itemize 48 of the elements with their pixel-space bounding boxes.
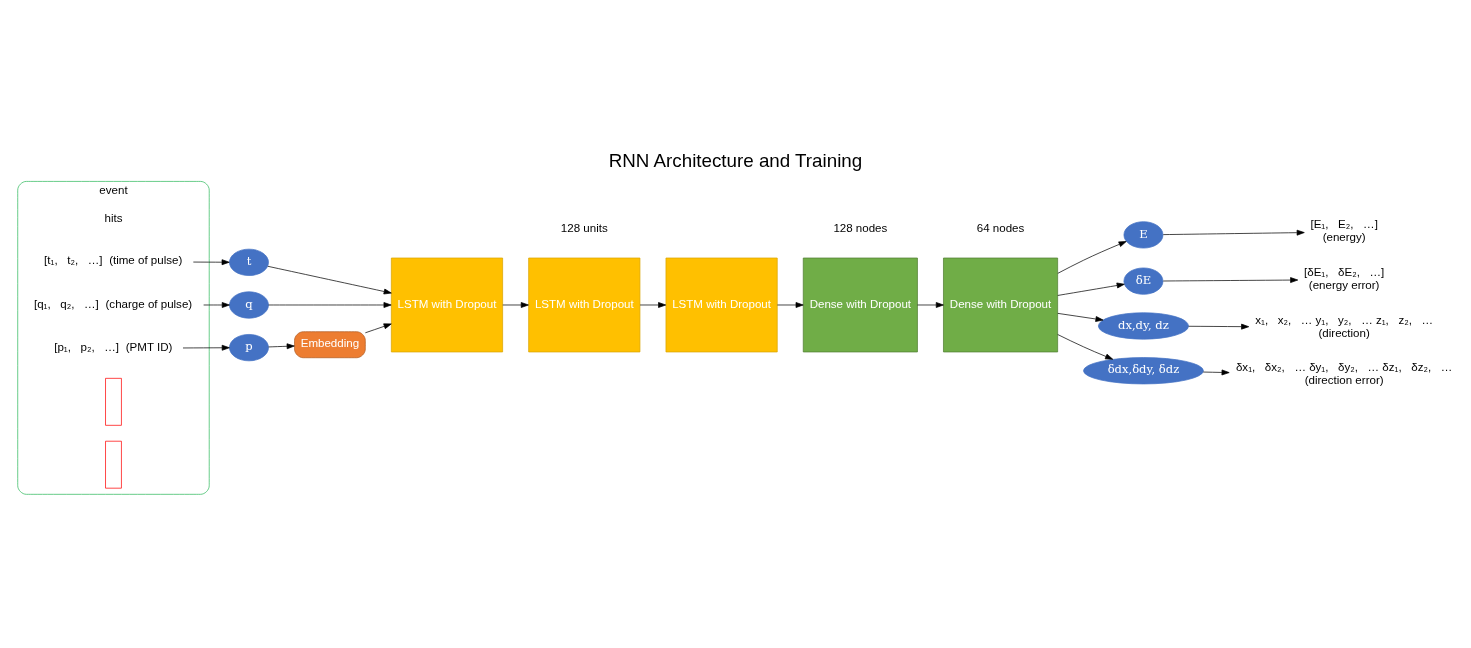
arrow bbox=[267, 265, 392, 294]
node-box: LSTM with Dropout bbox=[528, 257, 641, 352]
node-ellipse: t bbox=[229, 248, 269, 276]
node-ellipse: q bbox=[229, 290, 269, 319]
node-text: [δE₁, δE₂, …] (energy error) bbox=[1304, 265, 1385, 291]
node-box: LSTM with Dropout bbox=[390, 257, 503, 352]
node-label: (charge of pulse) bbox=[105, 297, 193, 310]
node-ellipse: E bbox=[1123, 220, 1164, 248]
node-text: δx₁, δx₂, … δy₁, δy₂, … δz₁, δz₂, … (direction error) bbox=[1235, 360, 1453, 386]
node-ellipse: δE bbox=[1123, 267, 1164, 295]
node-text: [q₁, q₂, …] bbox=[33, 297, 99, 310]
arrow bbox=[1057, 312, 1104, 322]
node-ellipse: p bbox=[229, 333, 269, 361]
node-box bbox=[105, 440, 122, 489]
label: 128 units bbox=[560, 221, 608, 234]
arrow bbox=[917, 301, 944, 308]
node-box: Embedding bbox=[294, 330, 366, 358]
arrow bbox=[364, 323, 392, 333]
diagram-title: RNN Architecture and Training bbox=[608, 149, 863, 171]
arrow bbox=[1188, 323, 1250, 330]
node-text: [p₁, p₂, …] bbox=[54, 340, 120, 353]
arrow bbox=[193, 258, 230, 265]
arrow bbox=[502, 301, 529, 308]
arrow bbox=[1057, 282, 1125, 296]
node-box: LSTM with Dropout bbox=[665, 257, 778, 352]
arrow bbox=[1202, 369, 1230, 375]
label: hits bbox=[104, 211, 123, 224]
node-label: (PMT ID) bbox=[125, 340, 173, 353]
label: 64 nodes bbox=[976, 221, 1025, 234]
arrow bbox=[268, 342, 295, 349]
node-box: Dense with Dropout bbox=[943, 257, 1058, 352]
node-ellipse: δdx,δdy, δdz bbox=[1083, 356, 1204, 384]
node-text: [E₁, E₂, …] (energy) bbox=[1310, 217, 1378, 243]
arrow bbox=[203, 301, 230, 308]
node-label: (time of pulse) bbox=[109, 253, 183, 266]
node-box bbox=[105, 377, 122, 426]
arrow bbox=[1057, 333, 1114, 360]
arrow bbox=[1162, 229, 1305, 236]
node-text: [t₁, t₂, …] bbox=[44, 253, 103, 266]
arrow bbox=[1057, 240, 1127, 274]
label: 128 nodes bbox=[833, 221, 888, 234]
node-text: x₁, x₂, … y₁, y₂, … z₁, z₂, … (direction) bbox=[1255, 313, 1434, 339]
arrow bbox=[1162, 276, 1299, 283]
arrow bbox=[777, 301, 804, 308]
arrow bbox=[268, 301, 392, 308]
node-box: Dense with Dropout bbox=[802, 257, 918, 352]
arrow bbox=[182, 344, 230, 351]
arrow bbox=[639, 301, 667, 308]
